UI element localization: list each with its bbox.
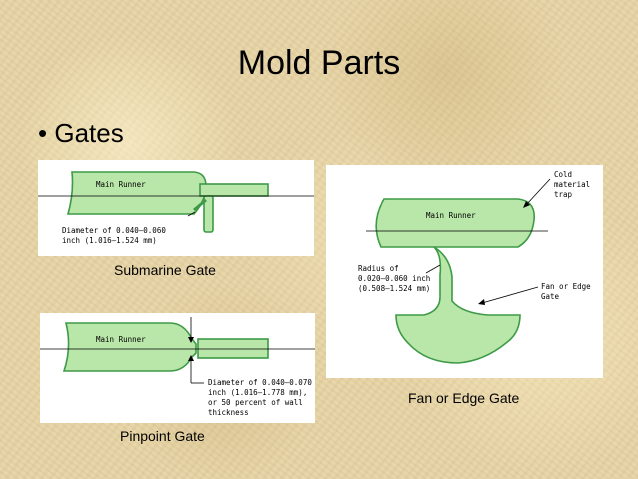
pinpoint-arrowhead-bottom: [188, 355, 194, 361]
fan-gate-leader: [481, 286, 539, 304]
submarine-runner-shape: [66, 171, 207, 215]
bullet-symbol: •: [38, 118, 48, 148]
pinpoint-note-line3: or 50 percent of wall: [208, 398, 303, 407]
bullet-text: Gates: [54, 118, 124, 148]
pinpoint-runner-label: Main Runner: [96, 335, 146, 344]
fan-gate-diagram: Main Runner Cold material trap Radius of…: [358, 170, 591, 364]
fan-trap-line3: trap: [554, 190, 573, 199]
fan-radius-leader: [425, 264, 441, 274]
submarine-gate-channel: [193, 198, 207, 212]
submarine-gate-caption: Submarine Gate: [114, 262, 216, 278]
fan-gate-panel: Main Runner Cold material trap Radius of…: [326, 165, 603, 378]
fan-runner-label: Main Runner: [426, 211, 476, 220]
pinpoint-cavity-shape: [197, 338, 269, 359]
pinpoint-gate-panel: Main Runner Diameter of 0.040–0.070 inch…: [40, 313, 315, 423]
submarine-branch-shape: [199, 183, 269, 197]
bullet-gates: • Gates: [38, 118, 124, 149]
pinpoint-gate-caption: Pinpoint Gate: [120, 428, 205, 444]
fan-trap-line1: Cold: [554, 170, 572, 179]
fan-gate-line2: Gate: [541, 292, 560, 301]
submarine-note-line1: Diameter of 0.040–0.060: [62, 226, 166, 235]
fan-gate-caption: Fan or Edge Gate: [408, 390, 520, 406]
submarine-note-line2: inch (1.016–1.524 mm): [62, 236, 157, 245]
fan-radius-line1: Radius of: [358, 264, 399, 273]
submarine-leader-line: [187, 211, 196, 217]
submarine-gate-panel: Main Runner Diameter of 0.040–0.060 inch…: [38, 160, 314, 256]
fan-trap-line2: material: [554, 180, 590, 189]
pinpoint-note-line1: Diameter of 0.040–0.070: [208, 378, 312, 387]
pinpoint-arrowhead-top: [188, 337, 194, 343]
fan-radius-line2: 0.020–0.060 inch: [358, 274, 430, 283]
fan-trap-leader: [525, 178, 551, 206]
submarine-runner-label: Main Runner: [96, 180, 146, 189]
pinpoint-gate-diagram: Main Runner Diameter of 0.040–0.070 inch…: [40, 317, 315, 417]
fan-runner-shape: [375, 198, 535, 248]
fan-gate-shape: [395, 246, 521, 364]
fan-gate-line1: Fan or Edge: [541, 282, 591, 291]
fan-radius-line3: (0.508–1.524 mm): [358, 284, 430, 293]
fan-gate-arrowhead: [478, 299, 485, 305]
fan-trap-arrowhead: [523, 201, 530, 208]
pinpoint-note-line4: thickness: [208, 408, 249, 417]
submarine-gate-diagram: Main Runner Diameter of 0.040–0.060 inch…: [38, 171, 314, 245]
pinpoint-runner-shape: [62, 322, 197, 372]
slide-title: Mold Parts: [237, 44, 401, 82]
pinpoint-note-line2: inch (1.016–1.778 mm),: [208, 388, 307, 397]
